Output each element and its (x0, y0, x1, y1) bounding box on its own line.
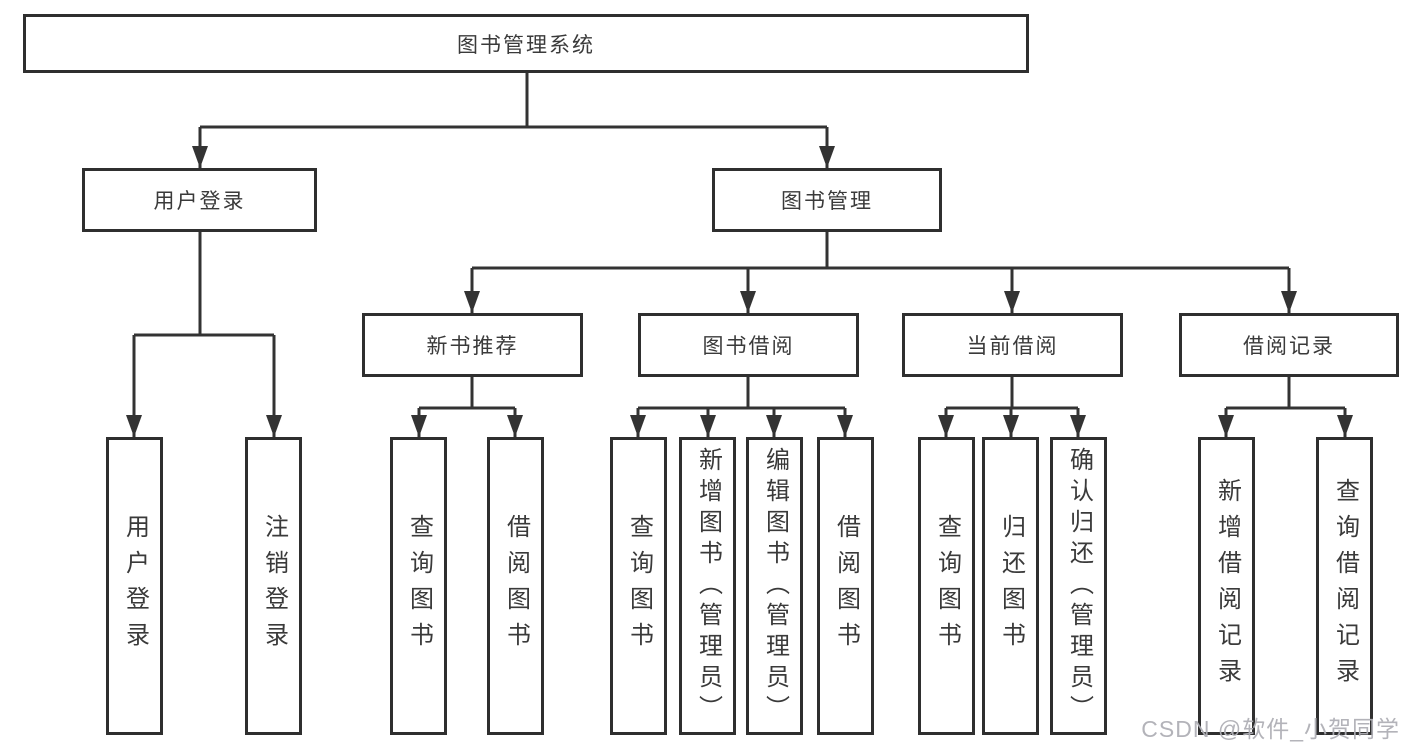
node-new-book-recommend: 新书推荐 (362, 313, 583, 377)
node-label: 借阅记录 (1243, 335, 1335, 358)
connector-book-mgmt-to-level3 (464, 232, 1297, 313)
connector-book-borrow-to-leaves (630, 377, 853, 437)
node-library-system: 图书管理系统 (23, 14, 1029, 73)
node-label: 归还图书 (997, 514, 1025, 658)
node-label: 查询图书 (625, 514, 653, 658)
node-label: 图书借阅 (702, 335, 795, 358)
node-label: 图书管理 (781, 190, 873, 213)
connector-borrow-record-to-leaves (1218, 377, 1353, 437)
node-label: 查询图书 (405, 514, 433, 658)
node-leaf-add-borrow-record: 新增借阅记录 (1198, 437, 1255, 735)
node-label: 新增图书（管理员） (694, 446, 722, 726)
node-current-borrow: 当前借阅 (902, 313, 1123, 377)
node-borrow-record: 借阅记录 (1179, 313, 1399, 377)
node-label: 当前借阅 (966, 335, 1059, 358)
node-label: 借阅图书 (502, 514, 530, 658)
node-label: 用户登录 (121, 514, 149, 658)
connector-root-to-level2 (192, 73, 835, 168)
node-leaf-return-book: 归还图书 (982, 437, 1039, 735)
node-label: 确认归还（管理员） (1065, 446, 1093, 726)
node-user-login: 用户登录 (82, 168, 317, 232)
node-book-borrow: 图书借阅 (638, 313, 859, 377)
node-leaf-logout: 注销登录 (245, 437, 302, 735)
node-label: 查询图书 (933, 514, 961, 658)
node-leaf-borrow-book-2: 借阅图书 (817, 437, 874, 735)
node-leaf-query-book-1: 查询图书 (390, 437, 447, 735)
node-label: 查询借阅记录 (1331, 478, 1359, 694)
node-leaf-edit-book-admin: 编辑图书（管理员） (746, 437, 803, 735)
connector-new-book-to-leaves (411, 377, 523, 437)
csdn-watermark: CSDN @软件_小贺同学 (1141, 716, 1400, 742)
node-leaf-borrow-book-1: 借阅图书 (487, 437, 544, 735)
node-leaf-query-borrow-record: 查询借阅记录 (1316, 437, 1373, 735)
node-label: 用户登录 (153, 190, 246, 213)
node-leaf-query-book-2: 查询图书 (610, 437, 667, 735)
node-leaf-user-login: 用户登录 (106, 437, 163, 735)
node-label: 新书推荐 (426, 335, 519, 358)
node-label: 借阅图书 (832, 514, 860, 658)
connector-current-borrow-to-leaves (938, 377, 1086, 437)
node-leaf-add-book-admin: 新增图书（管理员） (679, 437, 736, 735)
node-label: 注销登录 (260, 514, 288, 658)
connector-user-login-to-leaves (126, 232, 282, 437)
node-leaf-query-book-3: 查询图书 (918, 437, 975, 735)
node-label: 图书管理系统 (457, 33, 595, 57)
node-label: 新增借阅记录 (1213, 478, 1241, 694)
node-label: 编辑图书（管理员） (761, 446, 789, 726)
node-book-management: 图书管理 (712, 168, 942, 232)
node-leaf-confirm-return-admin: 确认归还（管理员） (1050, 437, 1107, 735)
